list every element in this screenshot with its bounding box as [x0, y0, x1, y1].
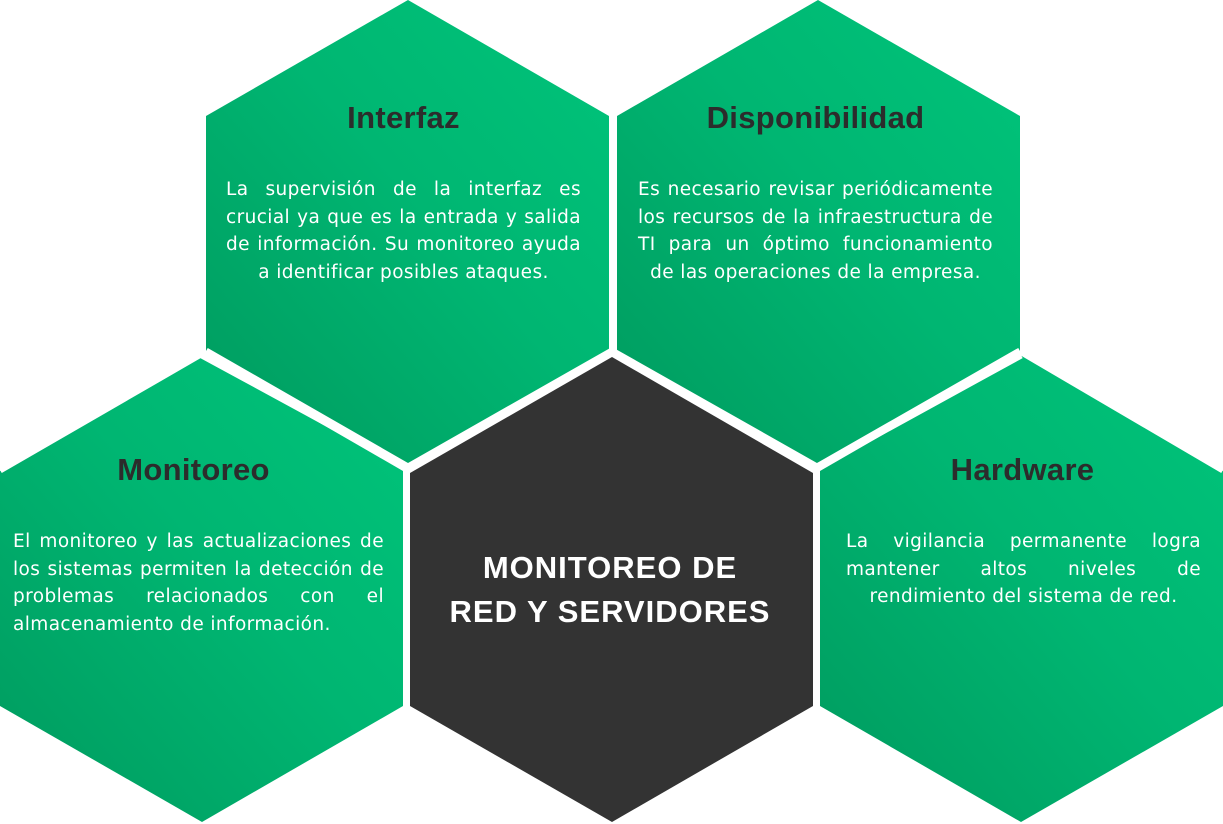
- hexagon-title: Monitoreo: [117, 452, 270, 487]
- hexagon-title: Interfaz: [347, 100, 460, 135]
- hexagon-title: Disponibilidad: [706, 100, 925, 135]
- center-title-line2: RED Y SERVIDORES: [449, 594, 771, 629]
- hexagon-center: [410, 357, 813, 822]
- hexagon-description: Es necesario revisar periódicamente los …: [638, 179, 993, 283]
- hexagon-title: Hardware: [950, 452, 1095, 487]
- hexagon-hardware-content: Hardware La vigilancia permanente logra …: [846, 452, 1201, 611]
- center-title-line1: MONITOREO DE: [482, 550, 738, 585]
- hexagon-interfaz-content: Interfaz La supervisión de la interfaz e…: [226, 100, 581, 286]
- hexagon-description: El monitoreo y las actualizaciones de lo…: [13, 531, 384, 635]
- center-hexagon-content: MONITOREO DE RED Y SERVIDORES: [420, 546, 800, 634]
- hexagon-monitoreo-content: Monitoreo El monitoreo y las actualizaci…: [13, 452, 384, 638]
- hexagon-disponibilidad-content: Disponibilidad Es necesario revisar peri…: [638, 100, 993, 286]
- hexagon-description: La vigilancia permanente logra mantener …: [846, 531, 1201, 607]
- hexagon-description: La supervisión de la interfaz es crucial…: [226, 179, 581, 283]
